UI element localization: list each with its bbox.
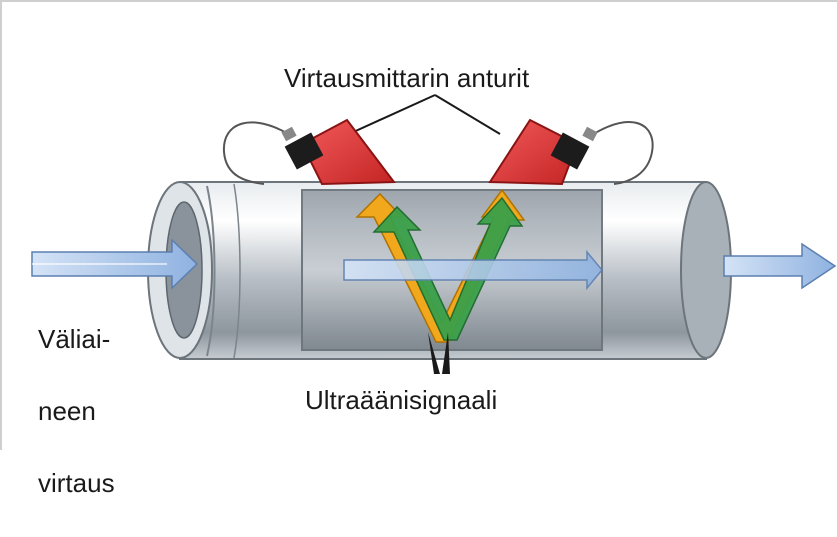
sensors-label: Virtausmittarin anturit: [284, 64, 529, 94]
signal-label: Ultraäänisignaali: [305, 386, 497, 416]
flow-label-line: neen: [38, 393, 115, 429]
diagram-frame: Virtausmittarin anturit Ultraäänisignaal…: [0, 0, 837, 450]
flow-label: Väliai- neen virtaus: [38, 285, 115, 537]
flow-arrow-right-icon: [724, 244, 835, 288]
ultrasonic-sensor-icon: [281, 120, 394, 184]
flow-label-line: virtaus: [38, 465, 115, 501]
flow-arrow-right-icon: [32, 240, 197, 288]
sensor-pointer-lines: [349, 95, 500, 134]
ultrasonic-sensor-icon: [490, 120, 598, 184]
flow-label-line: Väliai-: [38, 321, 115, 357]
